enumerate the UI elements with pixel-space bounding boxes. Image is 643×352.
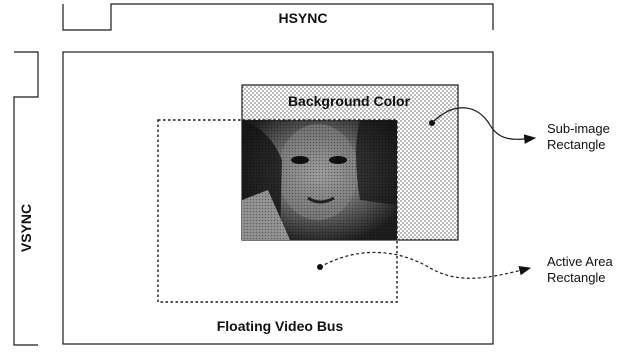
background-color-label: Background Color: [288, 93, 411, 109]
photo-image: [242, 120, 397, 240]
active-annotation-line1: Active Area: [547, 254, 614, 269]
subimage-pointer-arrow: [431, 107, 537, 144]
active-pointer-arrow: [319, 251, 532, 279]
vsync-waveform: [13, 51, 39, 346]
subimage-annotation-line2: Rectangle: [547, 137, 606, 152]
active-area-rectangle: [157, 119, 398, 303]
floating-video-bus-label: Floating Video Bus: [217, 318, 344, 334]
active-annotation-line2: Rectangle: [547, 270, 606, 285]
subimage-annotation-line1: Sub-image: [547, 121, 610, 136]
display-frame: [62, 51, 494, 345]
vsync-label: VSYNC: [18, 204, 34, 252]
hsync-label: HSYNC: [278, 10, 327, 26]
hsync-waveform: [62, 3, 494, 31]
